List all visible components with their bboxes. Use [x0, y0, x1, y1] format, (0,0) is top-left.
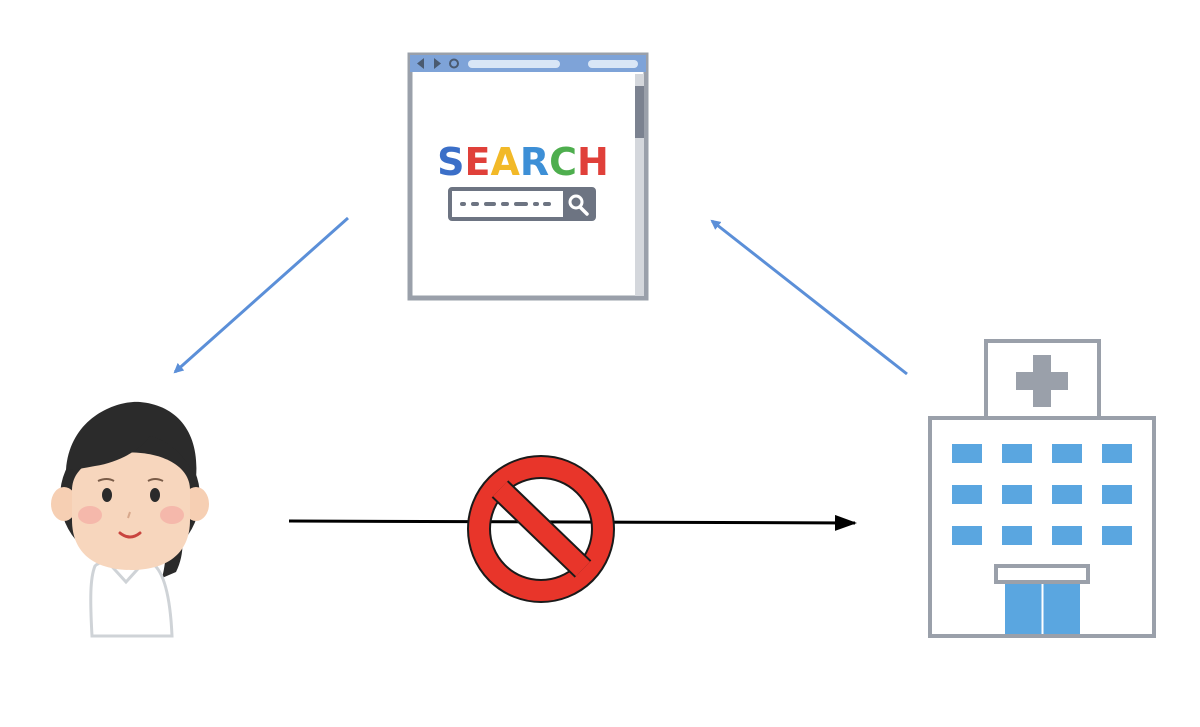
search-letter: A [490, 140, 520, 184]
left-cheek [78, 506, 102, 524]
address-bar [468, 60, 560, 68]
browser-window-icon: SEARCH [407, 52, 649, 301]
forward-arrow-icon [434, 58, 441, 69]
search-letter: H [577, 140, 609, 184]
search-placeholder-dots [460, 202, 551, 206]
left-eyebrow [97, 478, 115, 482]
search-letter: E [465, 140, 491, 184]
arrow-person-to-hospital [288, 514, 857, 531]
medical-cross-icon [1016, 355, 1068, 407]
search-letter: C [549, 140, 577, 184]
shirt [89, 557, 174, 638]
search-box [448, 187, 596, 221]
search-letter: S [437, 140, 464, 184]
arrow-search-to-person [173, 216, 349, 374]
arrow-hospital-to-search [710, 219, 908, 376]
search-button [563, 189, 594, 219]
scrollbar-thumb [635, 86, 644, 138]
entrance-canopy [994, 564, 1090, 584]
search-letter: R [520, 140, 549, 184]
hair-front [66, 401, 197, 478]
search-wordmark: SEARCH [437, 140, 609, 184]
left-ear [51, 487, 77, 521]
nose [127, 511, 131, 519]
mouth [118, 531, 142, 539]
face [72, 452, 190, 570]
magnifier-icon [568, 194, 589, 216]
back-arrow-icon [417, 58, 424, 69]
reload-icon [449, 58, 459, 69]
no-entry-sign-icon [467, 455, 615, 603]
hospital-building-icon [928, 339, 1156, 638]
browser-tab-bar [588, 60, 638, 68]
hospital-windows [952, 444, 1132, 545]
right-eyebrow [147, 478, 164, 482]
right-eye [150, 488, 160, 502]
left-eye [102, 488, 112, 502]
browser-frame [407, 52, 649, 301]
right-cheek [160, 506, 184, 524]
female-person-icon [51, 401, 209, 638]
scrollbar-track [635, 74, 644, 296]
